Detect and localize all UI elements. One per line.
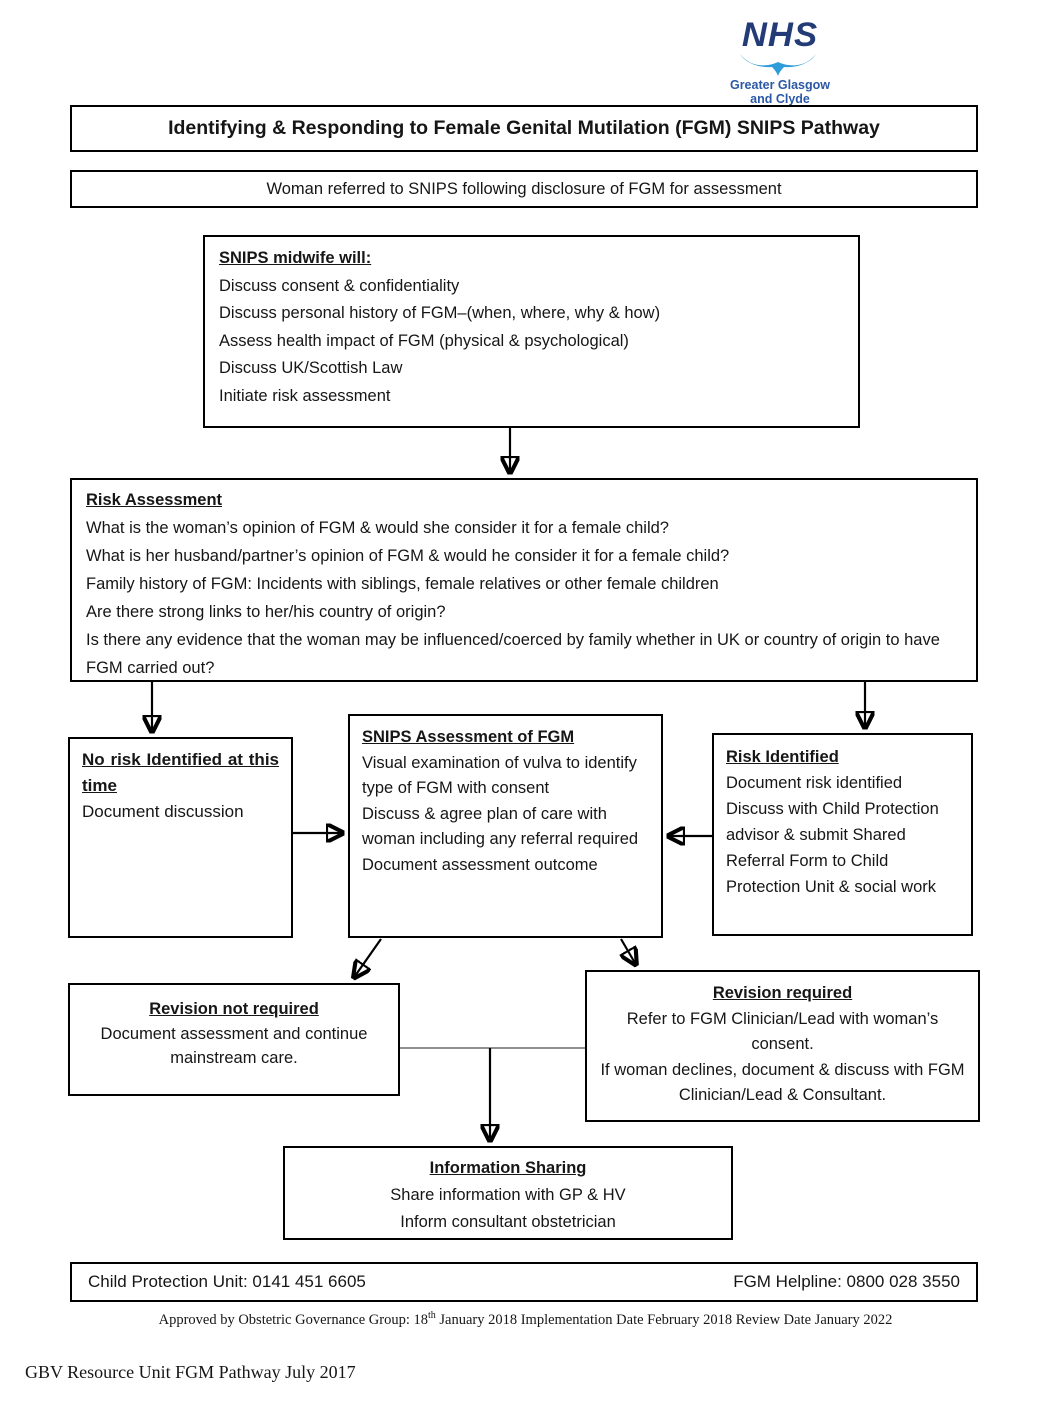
no-risk-body: Document discussion bbox=[82, 802, 244, 821]
revision-not-required-box: Revision not required Document assessmen… bbox=[68, 983, 400, 1096]
referral-statement-box: Woman referred to SNIPS following disclo… bbox=[70, 170, 978, 208]
no-risk-box: No risk Identified at this time Document… bbox=[68, 737, 293, 938]
approval-note: Approved by Obstetric Governance Group: … bbox=[158, 1310, 893, 1328]
risk-assessment-heading: Risk Assessment bbox=[86, 491, 223, 509]
midwife-action-item: Discuss consent & confidentiality bbox=[219, 276, 460, 295]
child-protection-contact: Child Protection Unit: 0141 451 6605 bbox=[88, 1272, 366, 1291]
midwife-action-item: Discuss personal history of FGM–(when, w… bbox=[219, 304, 661, 322]
snips-assessment-box: SNIPS Assessment of FGM Visual examinati… bbox=[348, 714, 663, 938]
information-sharing-box: Information Sharing Share information wi… bbox=[283, 1146, 733, 1240]
arrow-snips-to-revision-required bbox=[621, 938, 635, 963]
fgm-helpline-contact: FGM Helpline: 0800 028 3550 bbox=[733, 1272, 960, 1291]
revision-required-line: Refer to FGM Clinician/Lead with woman’s… bbox=[626, 1009, 939, 1054]
nhs-logo-text: NHS bbox=[741, 16, 819, 54]
information-sharing-heading: Information Sharing bbox=[429, 1159, 587, 1177]
revision-required-box: Revision required Refer to FGM Clinician… bbox=[585, 970, 980, 1122]
midwife-actions-heading: SNIPS midwife will: bbox=[219, 249, 372, 267]
risk-identified-heading: Risk Identified bbox=[726, 748, 839, 766]
nhs-logo: NHS Greater Glasgow and Clyde bbox=[724, 18, 836, 106]
risk-assessment-item: Is there any evidence that the woman may… bbox=[86, 631, 940, 677]
nhs-swoosh-icon bbox=[740, 54, 816, 76]
midwife-action-item: Assess health impact of FGM (physical & … bbox=[219, 331, 629, 350]
information-sharing-line: Share information with GP & HV bbox=[390, 1186, 626, 1204]
risk-assessment-box: Risk Assessment What is the woman’s opin… bbox=[70, 478, 978, 682]
risk-identified-item: Discuss with Child Protection advisor & … bbox=[726, 800, 939, 896]
revision-not-required-body: Document assessment and continue mainstr… bbox=[100, 1024, 368, 1068]
risk-assessment-item: Family history of FGM: Incidents with si… bbox=[86, 575, 719, 593]
page-title: Identifying & Responding to Female Genit… bbox=[70, 105, 978, 152]
arrow-snips-to-revision-not-required bbox=[355, 938, 382, 976]
nhs-org-name: Greater Glasgow and Clyde bbox=[729, 78, 831, 106]
snips-assessment-heading: SNIPS Assessment of FGM bbox=[362, 728, 575, 746]
risk-identified-item: Document risk identified bbox=[726, 774, 903, 792]
midwife-action-item: Discuss UK/Scottish Law bbox=[219, 359, 403, 377]
risk-assessment-item: What is the woman’s opinion of FGM & wou… bbox=[86, 519, 669, 537]
risk-assessment-item: Are there strong links to her/his countr… bbox=[86, 603, 446, 621]
midwife-actions-box: SNIPS midwife will: Discuss consent & co… bbox=[203, 235, 860, 428]
risk-identified-box: Risk Identified Document risk identified… bbox=[712, 733, 973, 936]
midwife-action-item: Initiate risk assessment bbox=[219, 386, 391, 405]
revision-not-required-heading: Revision not required bbox=[149, 1000, 319, 1018]
snips-assessment-item: Discuss & agree plan of care with woman … bbox=[362, 804, 639, 849]
risk-assessment-item: What is her husband/partner’s opinion of… bbox=[86, 547, 730, 565]
contact-strip: Child Protection Unit: 0141 451 6605 FGM… bbox=[70, 1262, 978, 1302]
snips-assessment-item: Visual examination of vulva to identify … bbox=[362, 753, 637, 798]
no-risk-heading: No risk Identified at this time bbox=[82, 750, 279, 795]
revision-required-line: If woman declines, document & discuss wi… bbox=[600, 1060, 965, 1105]
information-sharing-line: Inform consultant obstetrician bbox=[400, 1213, 616, 1231]
snips-assessment-item: Document assessment outcome bbox=[362, 855, 598, 874]
document-footer: GBV Resource Unit FGM Pathway July 2017 bbox=[25, 1362, 356, 1382]
revision-required-heading: Revision required bbox=[712, 984, 853, 1002]
